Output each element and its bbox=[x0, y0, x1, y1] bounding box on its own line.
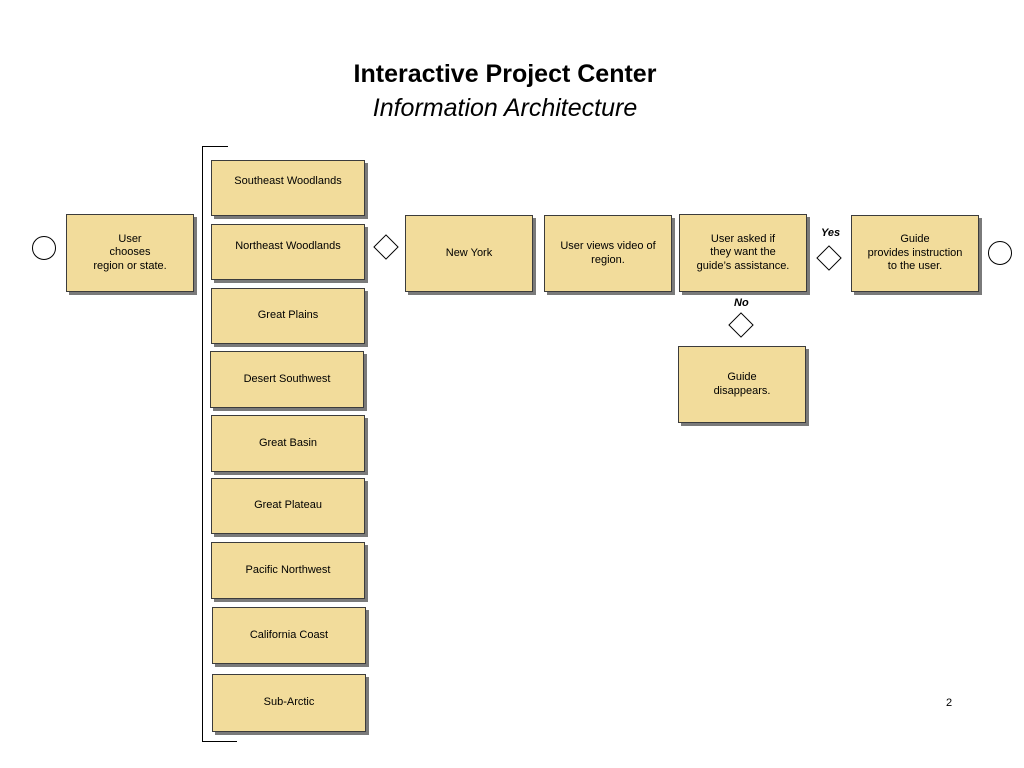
region-box-california-coast: California Coast bbox=[212, 607, 366, 664]
region-label: California Coast bbox=[249, 628, 329, 641]
region-box-southeast-woodlands: Southeast Woodlands bbox=[211, 160, 365, 216]
guide-instruction-box: Guide provides instruction to the user. bbox=[851, 215, 979, 292]
end-circle-icon bbox=[988, 241, 1012, 265]
page-subtitle: Information Architecture bbox=[372, 94, 638, 122]
state-box-label: New York bbox=[445, 246, 493, 259]
region-bracket-foot bbox=[202, 741, 237, 742]
state-box: New York bbox=[405, 215, 533, 292]
decision-diamond-icon bbox=[373, 234, 399, 260]
page-title: Interactive Project Center bbox=[353, 60, 657, 88]
region-box-great-basin: Great Basin bbox=[211, 415, 365, 472]
yes-decision-diamond-icon bbox=[816, 245, 842, 271]
video-box-label: User views video of region. bbox=[560, 240, 656, 266]
region-box-great-plains: Great Plains bbox=[211, 288, 365, 344]
region-label: Pacific Northwest bbox=[245, 563, 331, 576]
region-box-great-plateau: Great Plateau bbox=[211, 478, 365, 534]
start-box: User chooses region or state. bbox=[66, 214, 194, 292]
region-label: Great Basin bbox=[258, 436, 318, 449]
region-label: Great Plains bbox=[257, 309, 319, 322]
region-box-desert-southwest: Desert Southwest bbox=[210, 351, 364, 408]
region-box-northeast-woodlands: Northeast Woodlands bbox=[211, 224, 365, 280]
no-decision-diamond-icon bbox=[728, 312, 754, 338]
page-number: 2 bbox=[946, 697, 953, 709]
guide-disappears-box-label: Guide disappears. bbox=[713, 371, 771, 397]
start-circle-icon bbox=[32, 236, 56, 260]
yes-label: Yes bbox=[821, 227, 841, 239]
region-box-pacific-northwest: Pacific Northwest bbox=[211, 542, 365, 599]
region-label: Northeast Woodlands bbox=[235, 240, 341, 252]
region-label: Sub-Arctic bbox=[263, 696, 315, 709]
region-label: Desert Southwest bbox=[243, 372, 331, 385]
guide-instruction-box-label: Guide provides instruction to the user. bbox=[867, 233, 963, 273]
region-label: Southeast Woodlands bbox=[234, 175, 342, 187]
no-label: No bbox=[734, 297, 749, 309]
region-label: Great Plateau bbox=[254, 499, 322, 512]
guide-disappears-box: Guide disappears. bbox=[678, 346, 806, 423]
ask-guide-box-label: User asked if they want the guide’s assi… bbox=[696, 232, 790, 272]
start-box-label: User chooses region or state. bbox=[93, 232, 167, 272]
ask-guide-box: User asked if they want the guide’s assi… bbox=[679, 214, 807, 292]
region-box-sub-arctic: Sub-Arctic bbox=[212, 674, 366, 732]
video-box: User views video of region. bbox=[544, 215, 672, 292]
